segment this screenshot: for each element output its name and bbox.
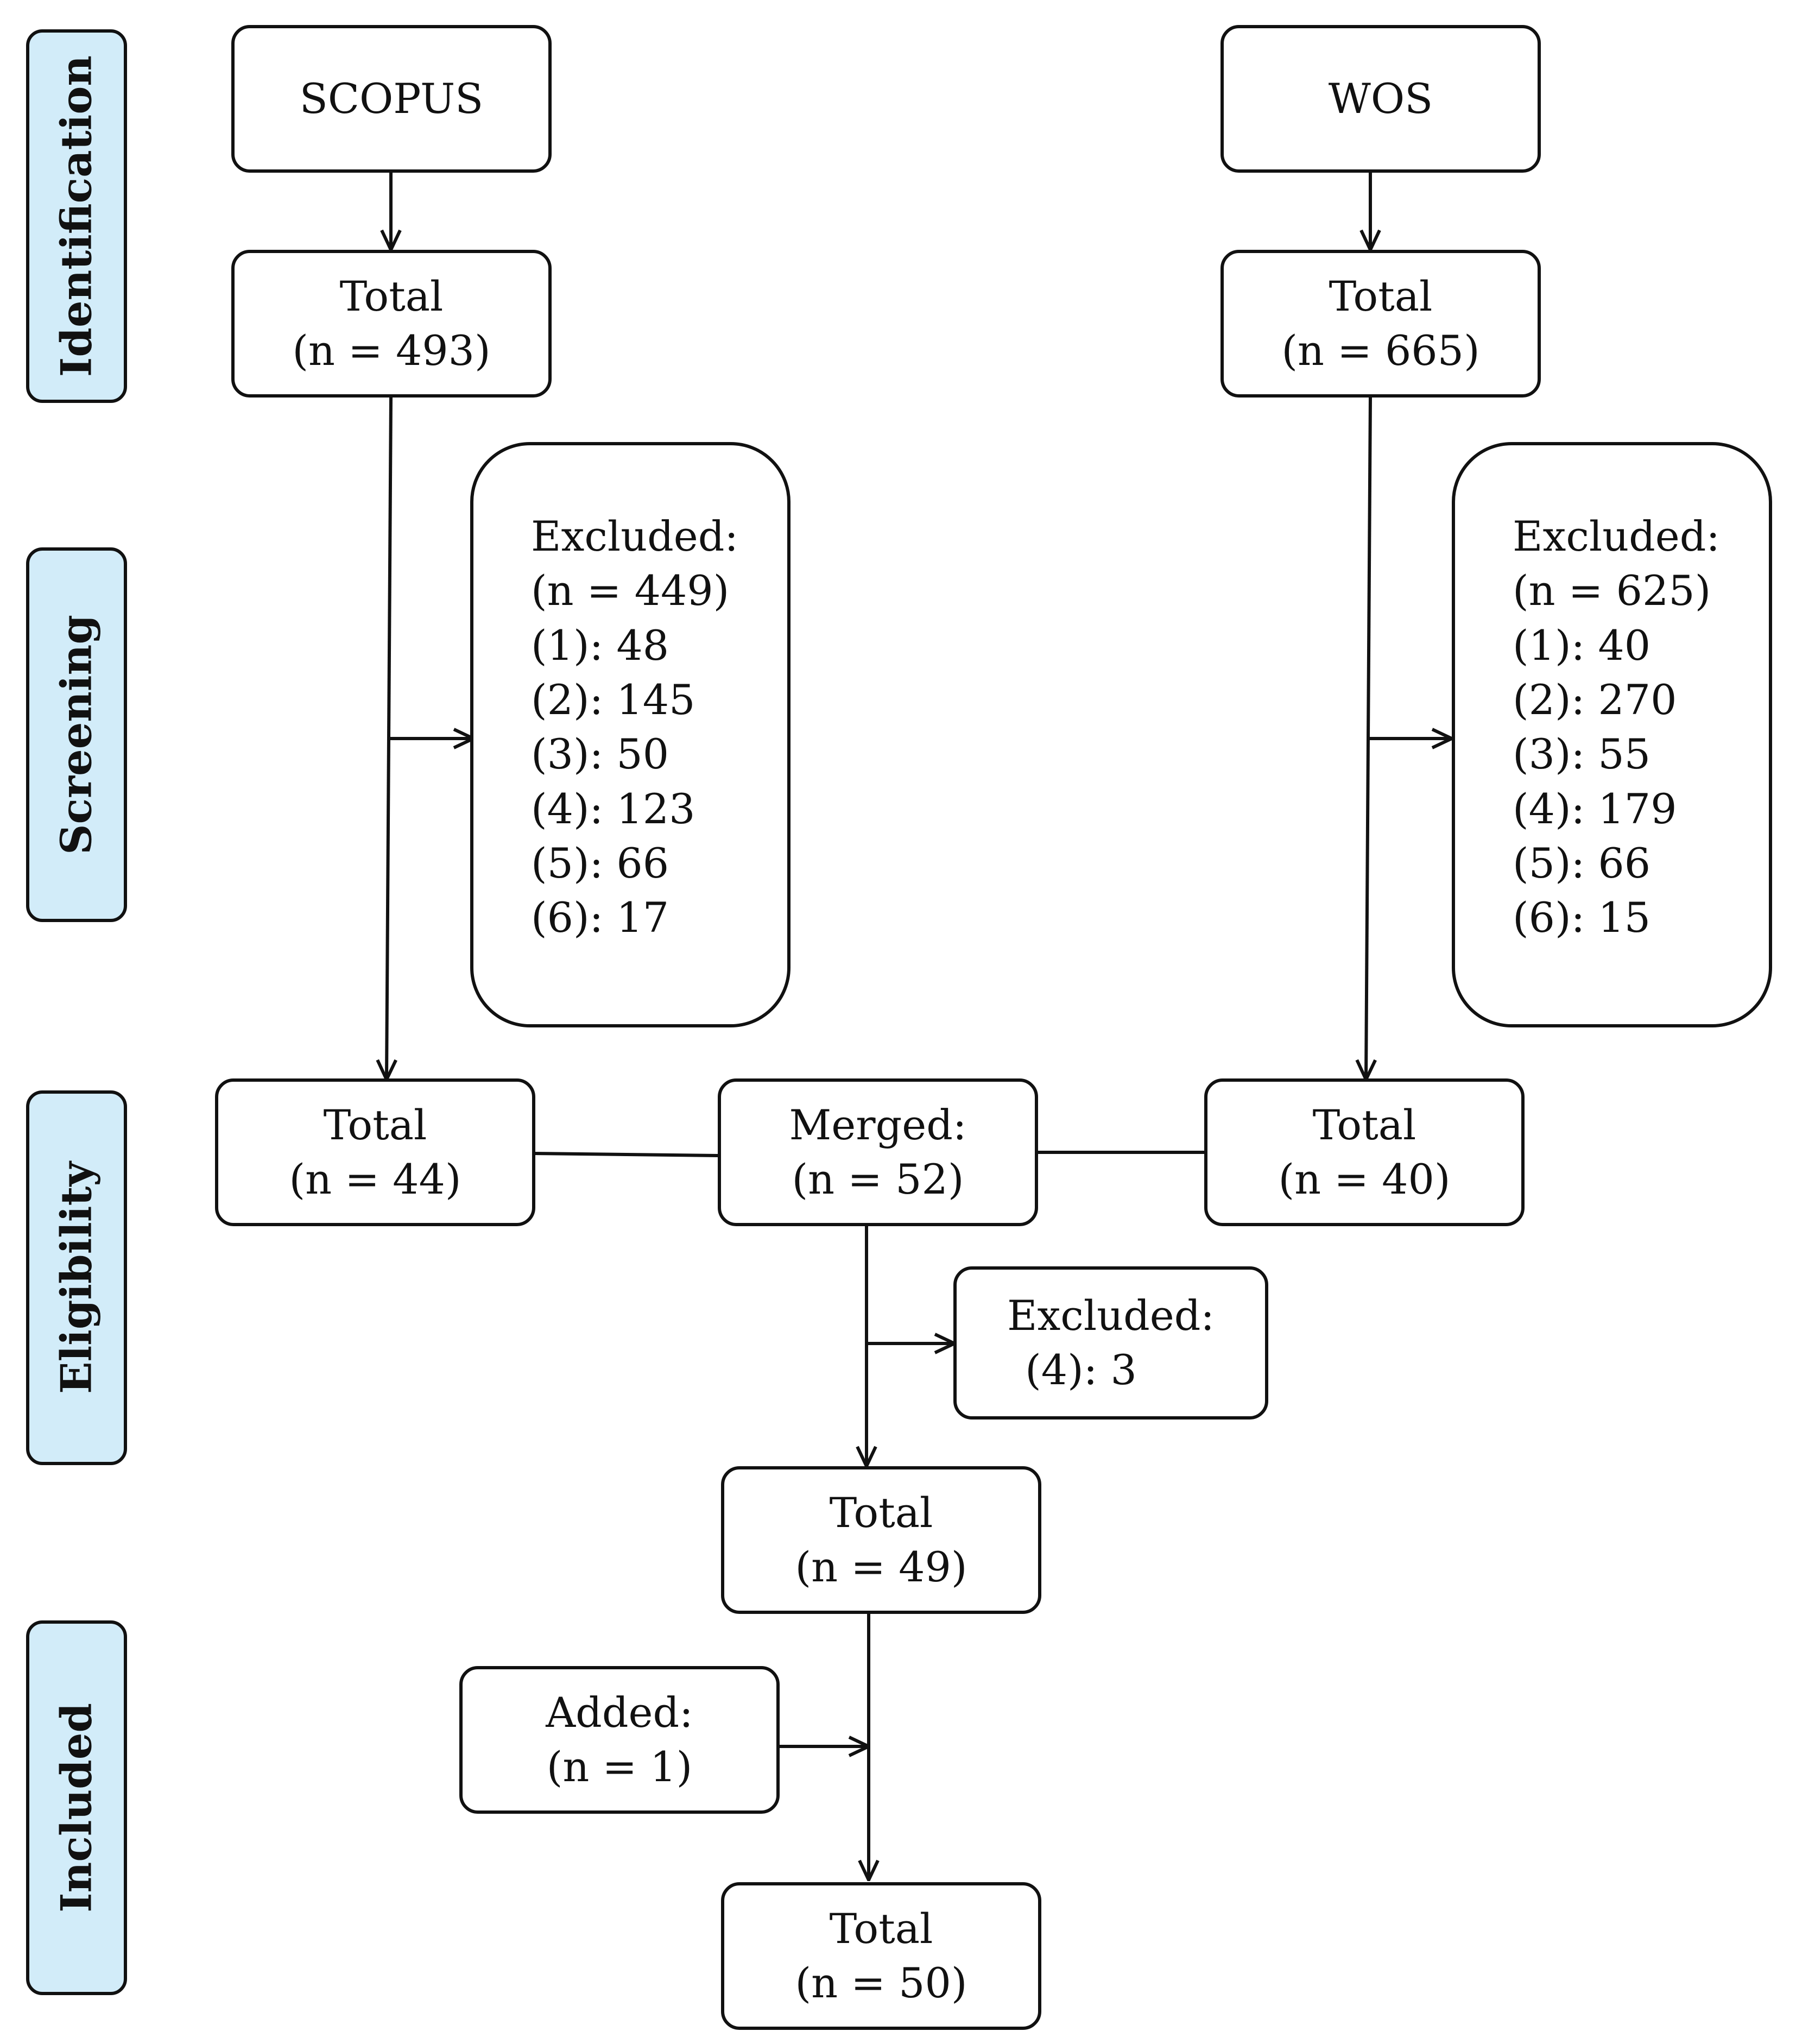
total-count: (n = 49) [795, 1543, 967, 1591]
exclusion-reason: (3): 50 [531, 730, 669, 779]
exclusion-reason: (1): 40 [1513, 621, 1651, 670]
excluded-count: (n = 449) [531, 566, 730, 615]
phase-bar-screening: Screening [26, 547, 127, 922]
total-label: Total [339, 272, 444, 320]
merged-label: Merged: [789, 1100, 967, 1149]
wos-eligible-box: Total (n = 40) [1204, 1078, 1525, 1226]
total-count: (n = 44) [289, 1155, 461, 1203]
merged-box: Merged: (n = 52) [718, 1078, 1038, 1226]
total-count: (n = 50) [795, 1959, 967, 2007]
total-count: (n = 40) [1278, 1155, 1451, 1203]
scopus-total-box: Total (n = 493) [231, 250, 552, 398]
wos-total-box: Total (n = 665) [1220, 250, 1541, 398]
exclusion-list: Excluded: (n = 625) (1): 40 (2): 270 (3)… [1513, 509, 1720, 945]
exclusion-reason: (4): 3 [1025, 1346, 1137, 1394]
phase-bar-included: Included [26, 1620, 127, 1995]
merged-count: (n = 52) [792, 1155, 964, 1203]
phase-bar-eligibility: Eligibility [26, 1090, 127, 1465]
added-box: Added: (n = 1) [459, 1666, 780, 1814]
exclusion-reason: (3): 55 [1513, 730, 1651, 779]
scopus-source-box: SCOPUS [231, 25, 552, 173]
total-label: Total [829, 1904, 933, 1953]
total-label: Total [323, 1100, 427, 1149]
excluded-title: Excluded: [531, 512, 739, 560]
phase-label: Eligibility [52, 1162, 102, 1394]
scopus-excluded-box: Excluded: (n = 449) (1): 48 (2): 145 (3)… [470, 442, 791, 1027]
source-label: WOS [1328, 74, 1433, 123]
exclusion-reason: (5): 66 [1513, 838, 1651, 887]
exclusion-reason: (6): 17 [531, 893, 669, 942]
exclusion-reason: (2): 270 [1513, 675, 1677, 724]
phase-label: Screening [52, 615, 102, 855]
excluded-title: Excluded: [1513, 512, 1721, 560]
added-count: (n = 1) [546, 1743, 693, 1791]
source-label: SCOPUS [299, 74, 484, 123]
excluded-title: Excluded: [1007, 1291, 1215, 1340]
exclusion-reason: (5): 66 [531, 838, 669, 887]
eligibility-excluded-box: Excluded: (4): 3 [953, 1266, 1268, 1420]
phase-label: Identification [52, 55, 102, 377]
total-label: Total [1329, 272, 1433, 320]
total-label: Total [1312, 1100, 1416, 1149]
total-count: (n = 665) [1281, 326, 1480, 375]
final-total-box: Total (n = 50) [721, 1882, 1041, 2030]
phase-bar-identification: Identification [26, 29, 127, 403]
after-exclusion-total-box: Total (n = 49) [721, 1466, 1041, 1614]
exclusion-reason: (4): 123 [531, 784, 695, 833]
exclusion-reason: (1): 48 [531, 621, 669, 670]
added-label: Added: [546, 1688, 693, 1737]
exclusion-list: Excluded: (n = 449) (1): 48 (2): 145 (3)… [531, 509, 738, 945]
scopus-eligible-box: Total (n = 44) [215, 1078, 535, 1226]
exclusion-reason: (2): 145 [531, 675, 695, 724]
wos-excluded-box: Excluded: (n = 625) (1): 40 (2): 270 (3)… [1452, 442, 1772, 1027]
phase-label: Included [52, 1703, 102, 1913]
exclusion-reason: (6): 15 [1513, 893, 1651, 942]
total-count: (n = 493) [292, 326, 491, 375]
exclusion-reason: (4): 179 [1513, 784, 1677, 833]
total-label: Total [829, 1488, 933, 1537]
excluded-count: (n = 625) [1513, 566, 1711, 615]
line-scopus-to-merged [532, 1152, 718, 1157]
wos-source-box: WOS [1220, 25, 1541, 173]
